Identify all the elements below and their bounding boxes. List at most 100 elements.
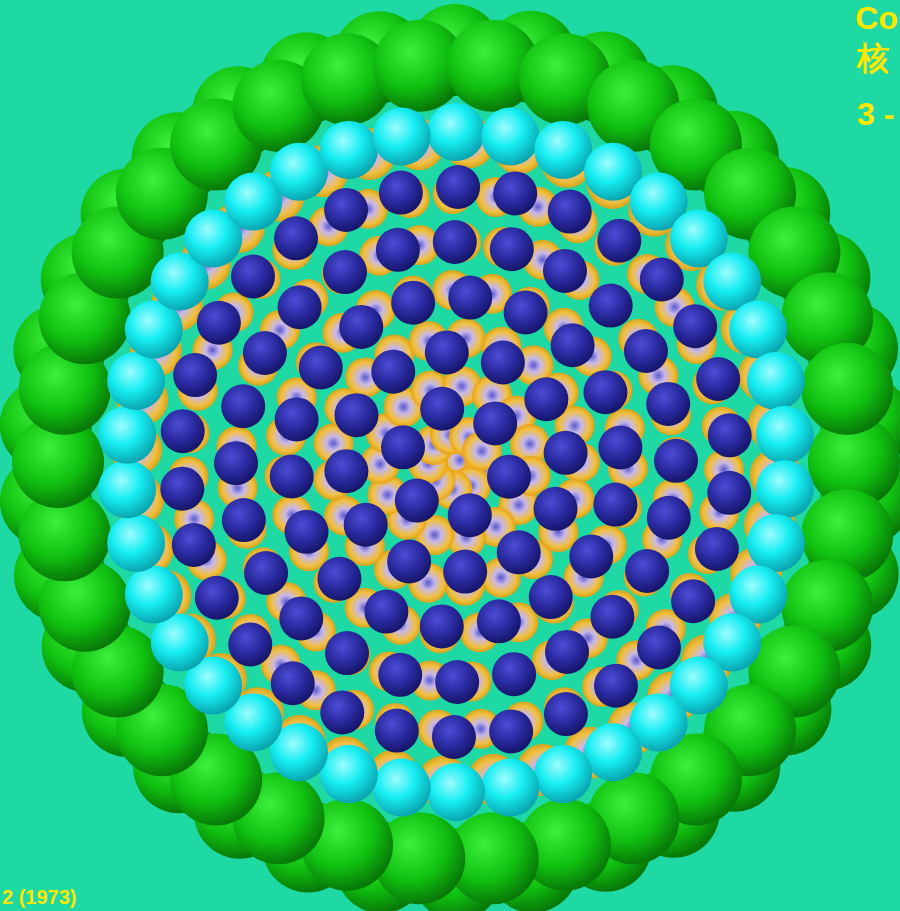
inner-shell-sphere (373, 108, 431, 166)
core-sphere (594, 664, 638, 708)
core-sphere (364, 590, 408, 634)
core-sphere (598, 425, 642, 469)
inner-shell-sphere (747, 514, 805, 572)
core-sphere (590, 595, 634, 639)
core-sphere (375, 709, 419, 753)
halo-site (168, 174, 744, 749)
core-sphere (493, 171, 537, 215)
core-sphere (376, 228, 420, 272)
core-sphere (477, 599, 521, 643)
core-sphere (433, 220, 477, 264)
core-sphere (391, 281, 435, 325)
core-sphere (378, 653, 422, 697)
core-sphere (671, 579, 715, 623)
inner-shell-sphere (481, 758, 539, 816)
core-sphere (228, 622, 272, 666)
core-sphere (425, 330, 469, 374)
core-sphere (443, 550, 487, 594)
outer-shell-sphere (0, 4, 900, 911)
core-sphere (551, 323, 595, 367)
core-sphere (593, 483, 637, 527)
core-sphere (497, 530, 541, 574)
inner-shell-sphere (98, 406, 156, 464)
inner-shell-sphere (270, 143, 328, 201)
core-sphere (504, 290, 548, 334)
core-sphere (654, 439, 698, 483)
inner-shell-sphere (481, 108, 539, 166)
core-sphere (222, 498, 266, 542)
core-sphere (195, 576, 239, 620)
core-sphere (432, 715, 476, 759)
halo-site (110, 116, 801, 807)
core-sphere (278, 285, 322, 329)
core-sphere (214, 441, 258, 485)
core-sphere (324, 188, 368, 232)
core-sphere (637, 626, 681, 670)
core-sphere (420, 604, 464, 648)
core-sphere (695, 527, 739, 571)
core-sphere (544, 431, 588, 475)
inner-shell-sphere (373, 758, 431, 816)
outer-shell-sphere (12, 20, 900, 905)
core-sphere (395, 479, 439, 523)
core-sphere (647, 496, 691, 540)
caption-fragment: 2 (1973) (2, 887, 77, 907)
core-sphere (534, 487, 578, 531)
core-sphere (172, 523, 216, 567)
inner-shell-sphere (98, 460, 156, 518)
core-sphere (436, 165, 480, 209)
core-sphere (696, 357, 740, 401)
inner-shell-sphere (107, 514, 165, 572)
core-sphere (481, 340, 525, 384)
core-sphere (548, 190, 592, 234)
core-sphere (371, 350, 415, 394)
core-sphere (625, 549, 669, 593)
inner-shell-sphere (98, 103, 814, 821)
core-sphere (569, 535, 613, 579)
core-sphere (583, 370, 627, 414)
core-sphere (160, 467, 204, 511)
core-sphere (673, 304, 717, 348)
inner-shell-sphere (729, 300, 787, 358)
inner-shell-sphere (747, 352, 805, 410)
core-sphere (285, 510, 329, 554)
core-sphere (448, 493, 492, 537)
core-sphere (487, 455, 531, 499)
inner-shell-sphere (427, 103, 485, 161)
inner-shell-sphere (125, 566, 183, 624)
core-sphere (325, 631, 369, 675)
core-sphere (334, 393, 378, 437)
core-sphere (221, 384, 265, 428)
core-sphere (473, 401, 517, 445)
core-sphere (420, 387, 464, 431)
core-sphere (271, 661, 315, 705)
core-sphere (646, 382, 690, 426)
core-sphere (624, 329, 668, 373)
caption-fragment: Co (855, 2, 898, 34)
core-sphere (197, 301, 241, 345)
inner-shell-sphere (756, 406, 814, 464)
core-sphere (640, 258, 684, 302)
inner-shell-sphere (320, 745, 378, 803)
core-sphere (448, 276, 492, 320)
inner-shell-sphere (534, 745, 592, 803)
inner-shell-sphere (427, 763, 485, 821)
core-sphere (381, 425, 425, 469)
core-sphere (244, 551, 288, 595)
core-sphere (489, 709, 533, 753)
core-sphere (231, 254, 275, 298)
core-sphere (270, 455, 314, 499)
core-sphere (529, 575, 573, 619)
core-sphere (274, 216, 318, 260)
core-sphere (324, 449, 368, 493)
core-sphere (544, 692, 588, 736)
caption-fragment: 3 - (857, 98, 894, 130)
core-sphere (160, 165, 751, 759)
core-sphere (490, 227, 534, 271)
inner-shell-sphere (534, 121, 592, 179)
core-sphere (589, 284, 633, 328)
core-sphere (597, 219, 641, 263)
core-sphere (173, 353, 217, 397)
core-sphere (344, 503, 388, 547)
